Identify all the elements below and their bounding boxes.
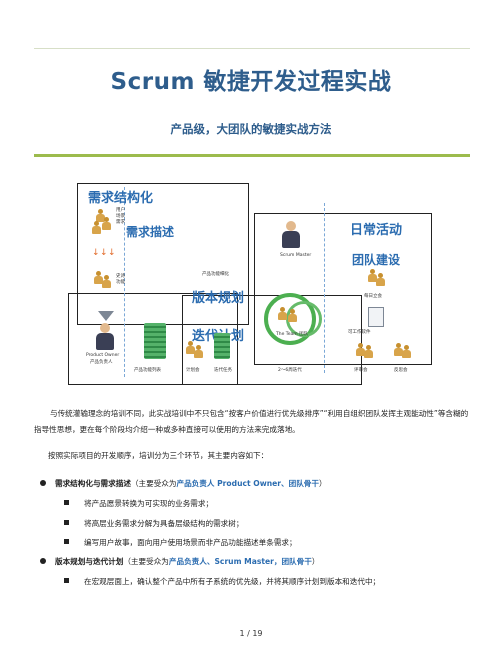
iteration-tasks-icon [214,333,230,359]
square-bullet-icon [64,500,69,505]
dashed-separator [124,187,125,377]
frame-release [68,293,238,385]
tiny-label: 2～6周迭代 [278,368,302,373]
document-title: Scrum 敏捷开发过程实战 [110,69,392,95]
scrum-master-icon [282,221,300,249]
tiny-label: 反思会 [394,368,408,373]
user-icon [94,271,103,285]
review-people-icon [356,343,365,357]
tiny-label: 功能 [116,280,125,285]
tiny-label: 计划会 [186,368,200,373]
intro-paragraph: 与传统灌输理念的培训不同，此实战培训中不只包含“按客户价值进行优先级排序”“利用… [34,409,469,434]
section-pre: （主要受众为 [130,479,177,488]
section-bullet-1: 需求结构化与需求描述（主要受众为产品负责人 Product Owner、团队骨干… [40,478,327,490]
section-pre: （主要受众为 [123,557,169,566]
label-requirements: 需求结构化 [88,191,154,206]
standup-people-icon [368,269,377,283]
order-line: 按照实际项目的开发顺序，培训分为三个环节，其主要内容如下： [48,451,269,460]
backlog-stack-icon [144,323,166,359]
retro-people-icon [402,345,411,359]
section-post: ） [319,479,327,488]
tiny-label: 需求 [116,220,125,225]
tiny-label: Product Owner [86,353,120,358]
product-owner-icon [96,323,114,351]
section-bullet-2: 版本规划与迭代计划（主要受众为产品负责人、Scrum Master，团队骨干） [40,556,319,568]
label-release: 版本规划 [192,291,245,306]
square-bullet-icon [64,539,69,544]
user-icon [96,209,105,223]
frame-daily [254,213,432,365]
review-people-icon [364,345,373,359]
sub-item: 将高层业务需求分解为具备层级结构的需求树； [64,518,243,530]
square-bullet-icon [64,520,69,525]
tiny-label: 史诗 [116,274,125,279]
square-bullet-icon [64,578,69,583]
tiny-label: 用户 [116,208,125,213]
tiny-label: 产品功能列表 [134,368,161,373]
section-title: 版本规划与迭代计划 [55,557,124,566]
arrow-down-icon: ↓ [100,248,108,258]
tiny-label: 评审会 [354,368,368,373]
tiny-label: 产品功能细化 [202,272,229,277]
sub-item: 编写用户故事，面向用户使用场景而非产品功能描述单条需求； [64,537,297,549]
tiny-label: 可工作软件 [348,330,371,335]
software-icon [368,307,384,327]
sub-item-text: 在宏观层面上，确认整个产品中所有子系统的优先级，并将其顺序计划到版本和迭代中； [84,577,381,586]
user-icon [102,275,111,289]
header-rule [34,48,470,49]
tiny-label: 迭代任务 [214,368,232,373]
sub-item: 将产品愿景转换为可实现的业务需求； [64,498,213,510]
arrow-down-icon: ↓ [92,248,100,258]
tiny-label: 产品负责人 [90,360,113,365]
bullet-dot-icon [40,480,46,486]
team-member-icon [278,307,287,321]
tiny-label: 场景 [116,214,125,219]
tiny-label: 每日立会 [364,294,382,299]
dashed-separator [324,203,325,373]
tiny-label: Scrum Master [280,253,312,258]
sub-item-text: 将高层业务需求分解为具备层级结构的需求树； [84,519,244,528]
frame-iteration [182,295,362,385]
tiny-label: The Team 团队 [276,332,309,337]
label-describe: 需求描述 [126,225,175,239]
bullet-dot-icon [40,558,46,564]
section-roles: 产品负责人 Product Owner、团队骨干 [176,479,320,488]
meeting-people-icon [186,341,195,355]
label-team: 团队建设 [352,253,401,267]
user-icon [102,217,111,231]
team-member-icon [288,309,297,323]
arrow-down-icon: ↓ [108,248,116,258]
sub-item-text: 将产品愿景转换为可实现的业务需求； [84,499,214,508]
document-subtitle: 产品级，大团队的敏捷实战方法 [170,122,332,136]
arrow-down-icon [98,311,114,321]
label-daily: 日常活动 [350,223,403,238]
user-icon [92,221,101,235]
title-divider [34,154,470,157]
page-number: 1 / 19 [239,629,263,638]
section-title: 需求结构化与需求描述 [55,479,131,488]
section-post: ） [311,557,320,566]
scrum-process-diagram: 需求结构化 需求描述 版本规划 迭代计划 日常活动 团队建设 用户 场景 需求 … [68,183,434,385]
retro-people-icon [394,343,403,357]
sub-item-text: 编写用户故事，面向用户使用场景而非产品功能描述单条需求； [84,538,297,547]
daily-cycle-icon [286,301,322,337]
standup-people-icon [376,273,385,287]
section-roles: 产品负责人、Scrum Master，团队骨干 [168,557,312,566]
meeting-people-icon [194,345,203,359]
sub-item: 在宏观层面上，确认整个产品中所有子系统的优先级，并将其顺序计划到版本和迭代中； [64,576,380,588]
